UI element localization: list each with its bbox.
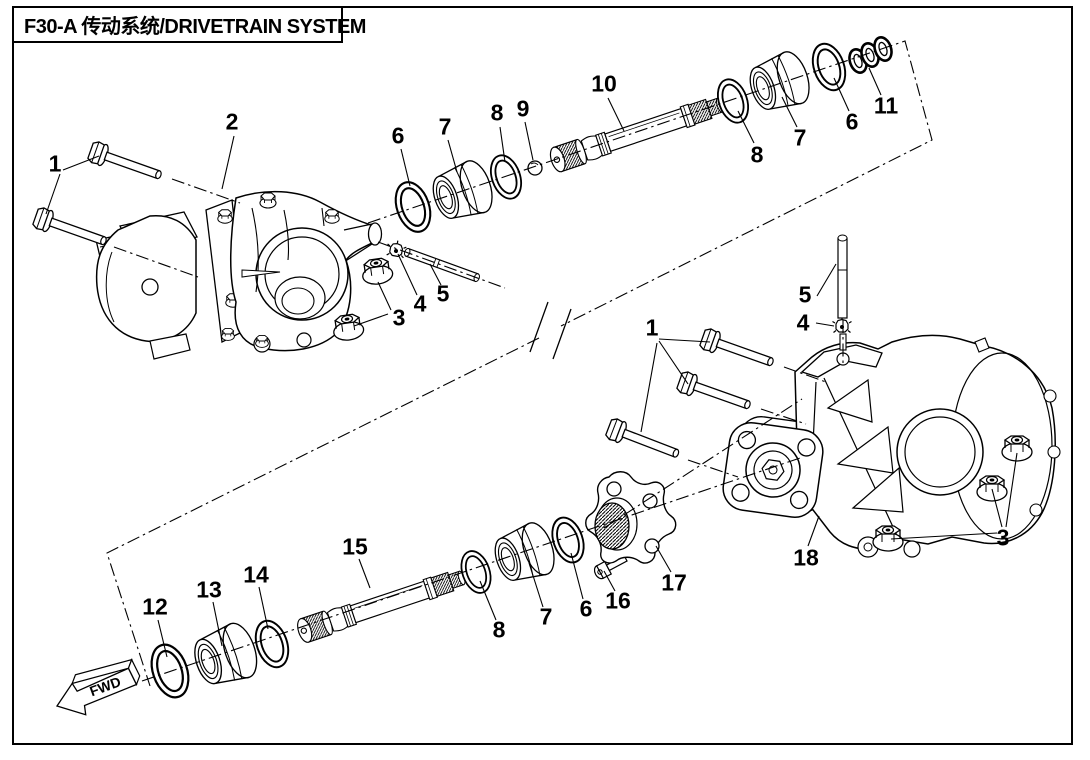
leader-lines bbox=[45, 67, 1018, 658]
shaft-10 bbox=[547, 91, 728, 175]
bolt-1a bbox=[86, 139, 166, 187]
page-border bbox=[12, 6, 1073, 745]
bolt-1d bbox=[675, 369, 755, 417]
rear-input-hub bbox=[722, 421, 824, 519]
nut-3a bbox=[359, 256, 395, 287]
lug-bolt-icon bbox=[217, 209, 233, 224]
page-title: F30-A 传动系统/DRIVETRAIN SYSTEM bbox=[24, 16, 366, 38]
shaft-15 bbox=[294, 564, 469, 645]
nut-4a bbox=[385, 238, 408, 259]
lug-bolt-icon bbox=[221, 327, 235, 341]
shaft-break-symbol bbox=[529, 301, 572, 360]
bushing-13 bbox=[187, 618, 264, 693]
lug-bolt-icon bbox=[324, 209, 340, 224]
stud-5a bbox=[404, 247, 480, 283]
centerlines bbox=[106, 40, 933, 687]
bolt-1e bbox=[604, 416, 683, 466]
bushing-7c bbox=[488, 518, 561, 589]
rear-gear-case-drawing bbox=[722, 334, 1061, 558]
bolt-16 bbox=[593, 554, 628, 580]
front-shaft-assembly-drawing bbox=[388, 33, 896, 238]
front-gear-case-drawing bbox=[95, 190, 383, 360]
rear-shaft-assembly-drawing bbox=[143, 471, 677, 704]
nut-3d bbox=[976, 475, 1008, 502]
bushing-7b bbox=[743, 47, 816, 118]
lug-bolt-icon bbox=[259, 192, 277, 209]
ring-6 bbox=[388, 176, 438, 238]
flange-coupling-17 bbox=[585, 471, 677, 564]
title-box: F30-A 传动系统/DRIVETRAIN SYSTEM bbox=[12, 6, 366, 43]
lug-bolt-icon bbox=[255, 334, 269, 348]
nut-4b bbox=[831, 315, 853, 334]
ring-6b bbox=[806, 38, 852, 96]
ball-9 bbox=[527, 160, 543, 176]
nut-3c bbox=[1001, 435, 1033, 462]
ring-8b bbox=[711, 74, 755, 128]
fwd-arrow: FWD bbox=[55, 658, 141, 716]
bolt-1c bbox=[698, 326, 778, 374]
